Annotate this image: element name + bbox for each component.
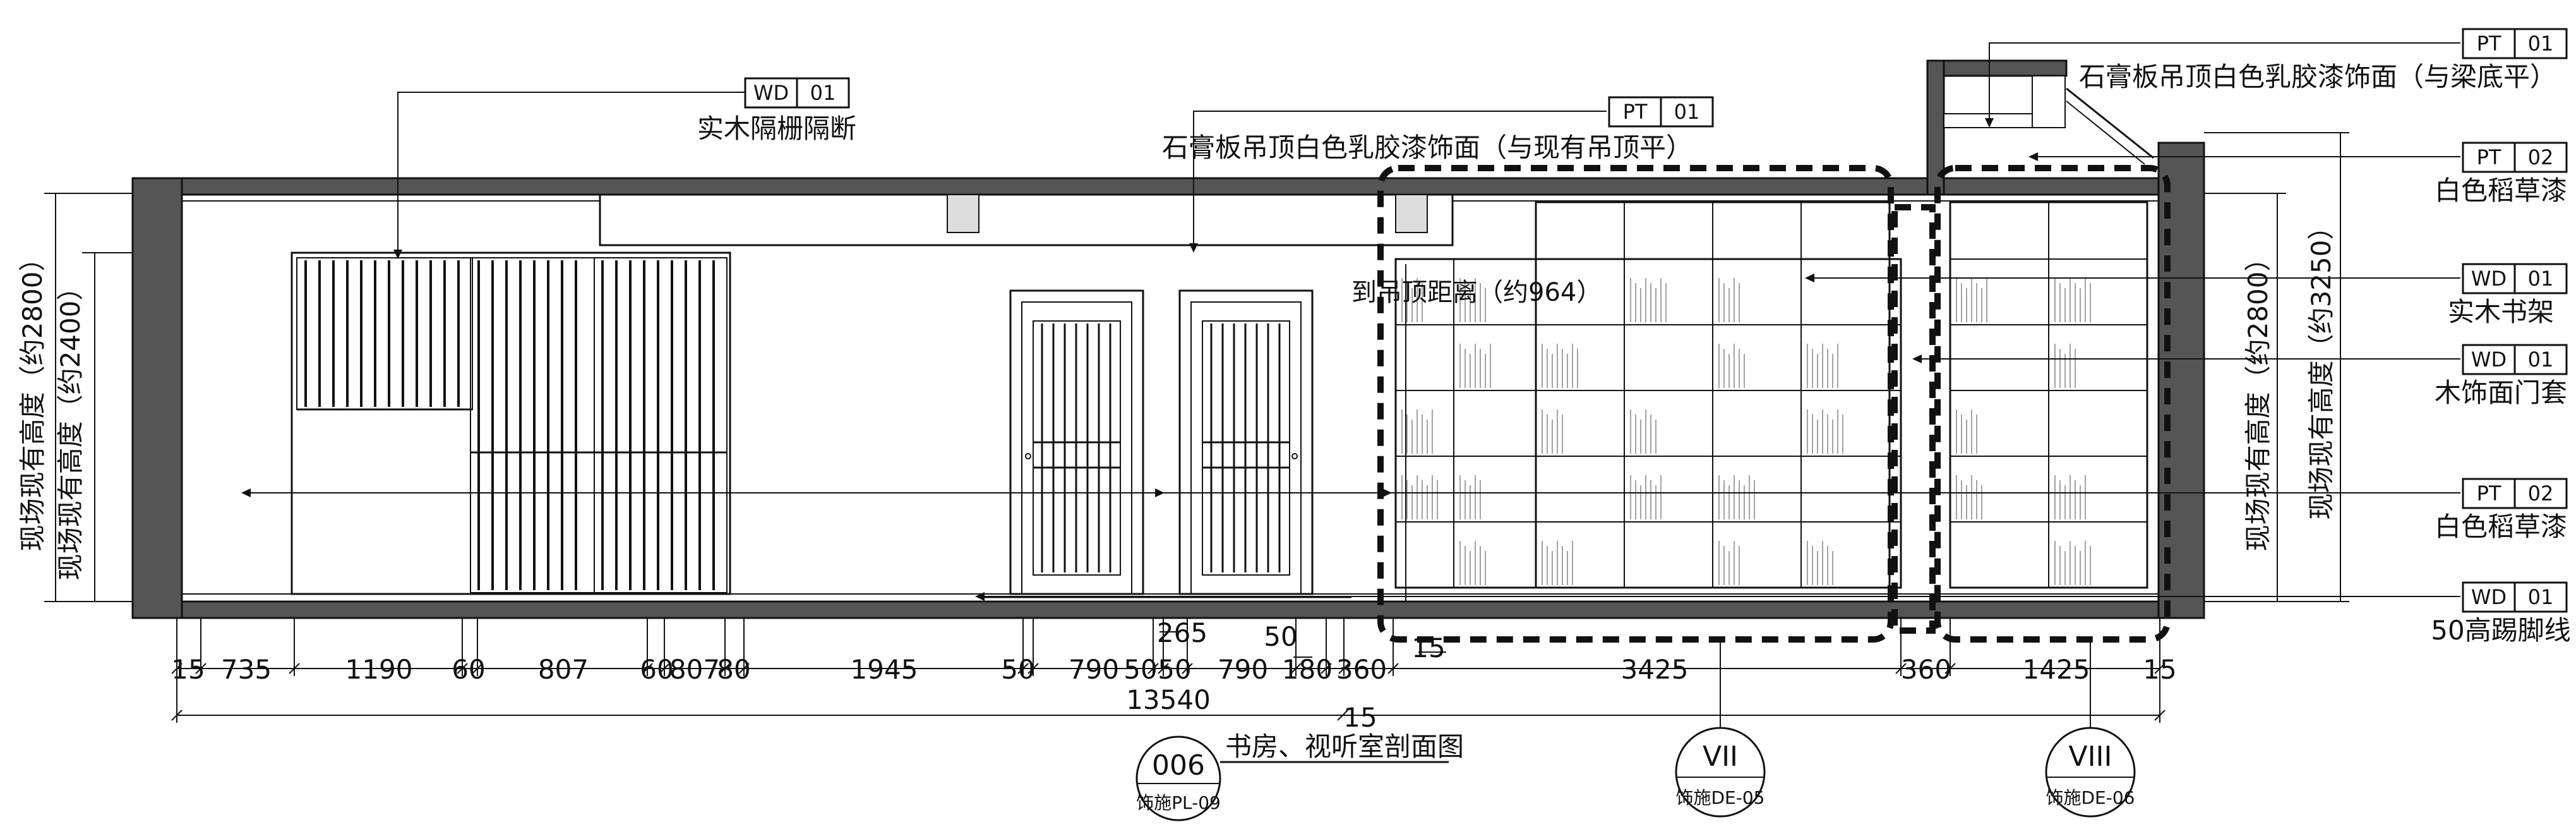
callout-id: VIII bbox=[2068, 741, 2112, 773]
tag-number: 01 bbox=[1674, 100, 1700, 124]
dimension-label: 807 bbox=[669, 654, 720, 685]
callout-sheet: 饰施DE-05 bbox=[1676, 787, 1765, 808]
material-tags: WD 01 实木隔栅隔断 PT 01 石膏板吊顶白色乳胶漆饰面（与现有吊顶平） PT 01 石膏… bbox=[697, 28, 2571, 646]
callout-id: VII bbox=[1703, 741, 1738, 773]
dimension-label: 60 bbox=[640, 654, 673, 685]
tag-code: WD bbox=[2471, 585, 2507, 609]
title-sheet: 饰施PL-09 bbox=[1136, 792, 1221, 813]
material-tag: PT 02 白色稻草漆 bbox=[2435, 478, 2568, 542]
bookshelf-left bbox=[1394, 201, 1902, 589]
dimension-total bbox=[171, 618, 2166, 723]
detail-zone-mid bbox=[1891, 204, 1936, 634]
tag-label: 白色稻草漆 bbox=[2435, 175, 2567, 206]
detail-zones bbox=[1377, 165, 2171, 643]
books bbox=[1401, 278, 2091, 585]
grille-bars bbox=[304, 260, 715, 590]
material-tag: PT 02 白色稻草漆 bbox=[2435, 142, 2568, 206]
ceiling-distance-note: 到吊顶距离（约964） bbox=[1351, 278, 1602, 307]
beam-top bbox=[1926, 59, 2068, 77]
tag-code: PT bbox=[2477, 32, 2501, 56]
right-inner-height: 现场现有高度（约2800） bbox=[2243, 245, 2273, 552]
shelf-grid-right bbox=[1950, 202, 2147, 588]
dim-total: 13540 bbox=[1126, 684, 1211, 715]
dimension-label: 50 bbox=[1158, 654, 1191, 685]
dimension-label: 60 bbox=[452, 654, 485, 685]
dimension-label: 50 bbox=[1123, 654, 1157, 685]
detail-callouts: VII 饰施DE-05 VIII 饰施DE-06 bbox=[1675, 639, 2136, 818]
doors bbox=[1009, 289, 1314, 595]
detail-callout: VII 饰施DE-05 bbox=[1675, 639, 1766, 818]
title-number: 006 bbox=[1152, 749, 1205, 782]
title-text: 书房、视听室剖面图 bbox=[1225, 731, 1464, 762]
floor-slab bbox=[131, 600, 2180, 619]
tag-number: 01 bbox=[810, 81, 836, 105]
tag-code: PT bbox=[2477, 481, 2501, 505]
leaders bbox=[243, 42, 2460, 597]
tag-number: 01 bbox=[2528, 32, 2554, 56]
beam-hatch bbox=[2032, 75, 2066, 128]
dim-50-extra: 50 bbox=[1264, 621, 1297, 652]
soffit bbox=[599, 193, 1454, 246]
callout-sheet: 饰施DE-06 bbox=[2046, 787, 2135, 808]
dimension-label: 360 bbox=[1901, 654, 1951, 685]
dimension-row-1 bbox=[171, 618, 2166, 676]
left-outer-height: 现场现有高度（约2800） bbox=[17, 245, 48, 552]
grille-partition bbox=[291, 251, 731, 595]
dimension-label: 50 bbox=[1001, 654, 1034, 685]
door-bars bbox=[1033, 324, 1290, 572]
dimension-label: 80 bbox=[717, 654, 750, 685]
title-block: 006 饰施PL-09 书房、视听室剖面图 bbox=[1135, 731, 1464, 821]
tag-number: 01 bbox=[2528, 348, 2554, 372]
tag-label: 50高踢脚线 bbox=[2431, 615, 2570, 646]
tag-label: 石膏板吊顶白色乳胶漆饰面（与现有吊顶平） bbox=[1162, 132, 1692, 163]
tag-label: 实木隔栅隔断 bbox=[697, 113, 856, 144]
dim-265: 265 bbox=[1157, 617, 1207, 648]
right-wall bbox=[2157, 142, 2205, 619]
tag-label: 石膏板吊顶白色乳胶漆饰面（与梁底平） bbox=[2079, 61, 2556, 92]
right-outer-height: 现场现有高度（约3250） bbox=[2306, 214, 2337, 520]
dimension-label: 735 bbox=[221, 654, 272, 685]
left-inner-height: 现场现有高度（约2400） bbox=[55, 274, 86, 581]
tag-label: 实木书架 bbox=[2448, 296, 2554, 327]
tag-code: WD bbox=[2471, 267, 2507, 291]
material-tag: WD 01 50高踢脚线 bbox=[2431, 581, 2571, 646]
dimension-label: 1425 bbox=[2023, 654, 2090, 685]
material-tag: WD 01 木饰面门套 bbox=[2435, 344, 2568, 408]
detail-callout: VIII 饰施DE-06 bbox=[2045, 639, 2136, 818]
dimension-label: 807 bbox=[538, 654, 589, 685]
material-tag: PT 01 石膏板吊顶白色乳胶漆饰面（与现有吊顶平） bbox=[1162, 96, 1714, 163]
dim-total-15: 15 bbox=[1343, 702, 1377, 733]
left-wall bbox=[131, 177, 183, 619]
tag-number: 02 bbox=[2528, 481, 2554, 505]
material-tag: WD 01 实木隔栅隔断 bbox=[697, 77, 856, 144]
dimension-label: 1945 bbox=[851, 654, 918, 685]
dimension-label: 360 bbox=[1336, 654, 1387, 685]
tag-number: 02 bbox=[2528, 145, 2554, 169]
leader-arrows bbox=[241, 118, 2038, 601]
tag-label: 木饰面门套 bbox=[2435, 377, 2567, 408]
structure bbox=[131, 59, 2205, 619]
shelf-grid-left bbox=[1396, 202, 1901, 588]
dimension-label: 790 bbox=[1218, 654, 1268, 685]
detail-zone-vii bbox=[1377, 165, 1894, 643]
tag-code: WD bbox=[2471, 348, 2507, 372]
tag-code: PT bbox=[1623, 100, 1648, 124]
material-tag: WD 01 实木书架 bbox=[2448, 263, 2568, 327]
dim-15-extra: 15 bbox=[1411, 632, 1445, 663]
height-dims bbox=[44, 132, 2349, 602]
tag-number: 01 bbox=[2528, 585, 2554, 609]
tag-number: 01 bbox=[2528, 267, 2554, 291]
dimension-label: 180 bbox=[1282, 654, 1333, 685]
material-tag: PT 01 石膏板吊顶白色乳胶漆饰面（与梁底平） bbox=[2079, 28, 2568, 92]
dimension-label: 1190 bbox=[345, 654, 413, 685]
ceiling-slab bbox=[131, 177, 2180, 196]
dimension-label: 790 bbox=[1069, 654, 1119, 685]
tag-code: WD bbox=[753, 81, 789, 105]
detail-zone-viii bbox=[1934, 165, 2171, 643]
tag-code: PT bbox=[2477, 145, 2501, 169]
dimension-label: 3425 bbox=[1621, 654, 1689, 685]
tag-label: 白色稻草漆 bbox=[2435, 511, 2567, 542]
